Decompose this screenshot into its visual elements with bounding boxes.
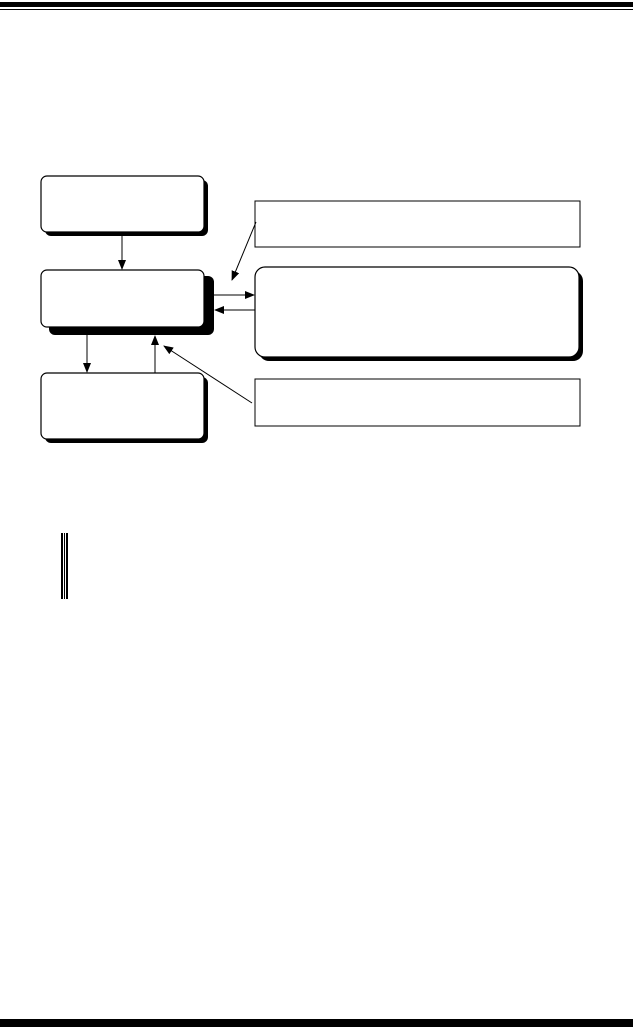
box-top-right (254, 200, 581, 248)
box-top-left (40, 175, 208, 236)
margin-change-bar (61, 533, 69, 599)
box-bottom-left (40, 372, 208, 443)
box-bottom-right (254, 378, 581, 427)
header-rule (0, 2, 633, 7)
box-middle-left (40, 269, 214, 335)
header-rule-thin (0, 9, 633, 10)
footer-rule (0, 1019, 633, 1027)
box-middle-right (254, 266, 583, 361)
arrow-topright-to-middle (231, 221, 257, 281)
arrow-bottomright-to-middle (163, 345, 253, 404)
